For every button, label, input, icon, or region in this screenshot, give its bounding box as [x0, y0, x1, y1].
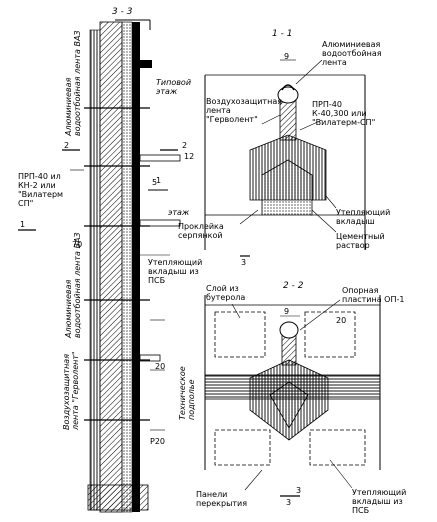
label-first-floor: этаж [168, 208, 190, 217]
section-title-bottom-right: 2 - 2 [283, 281, 304, 291]
cut-mark-1a: 1 [20, 220, 26, 229]
label-gasket-left: ПРП-40 ил КН-2 или "Вилатерм СП" [18, 172, 64, 208]
dim-12: 12 [184, 152, 195, 161]
label-tech-underground: Техническое подполье [178, 366, 196, 420]
d2-rubble: Слой из бутерола [206, 284, 246, 302]
detail-1-1 [204, 59, 366, 257]
section-title-top-right: 1 - 1 [272, 29, 293, 39]
detail-2-2 [204, 295, 381, 497]
d2-dim-9: 9 [284, 307, 290, 316]
d2-insert: Утепляющий вкладыш из ПСБ [352, 488, 407, 515]
dim-20: 20 [155, 362, 166, 371]
cut-mark-2a: 2 [64, 141, 70, 150]
d1-tile: Проклейка серпянкой [178, 222, 224, 240]
cut-mark-2b: 2 [182, 141, 188, 150]
d2-bracket: Опорная пластина ОП-1 [342, 286, 405, 304]
dim-5: 5 [152, 178, 158, 187]
cut-mark-3a: 3 [241, 258, 247, 267]
left-wall-section [18, 19, 181, 513]
dim-p20: Р20 [150, 437, 166, 446]
d2-dim-20: 20 [336, 316, 347, 325]
d1-insert: Утепляющий вкладыш [336, 208, 391, 226]
section-title-left: 3 - 3 [112, 7, 133, 17]
d1-air-tape: Воздухозащитная лента "Герволент" [206, 97, 283, 124]
d2-panel: Панели перекрытия [196, 490, 248, 508]
cut-mark-3b: 3 [286, 498, 292, 507]
label-typical-floor: Типовой этаж [156, 78, 192, 96]
dim-70: 70 [72, 240, 83, 249]
d1-alu-tape: Алюминиевая водоотбойная лента [322, 40, 382, 67]
label-alu-tape-top: Алюминиевая водоотбойная лента ВАЗ [64, 30, 82, 136]
d2-dim-3: 3 [296, 486, 302, 495]
d1-gasket: ПРП-40 К-40,300 или "Вилатерм-СП" [312, 100, 376, 127]
d1-mortar: Цементный раствор [336, 232, 385, 250]
label-air-tape-left: Воздухозащитная лента "Герволент" [62, 351, 80, 430]
d1-dim-9: 9 [284, 52, 290, 61]
cut-mark-1b: 1 [156, 176, 162, 185]
label-insert-left: Утепляющий вкладыш из ПСБ [148, 258, 203, 285]
